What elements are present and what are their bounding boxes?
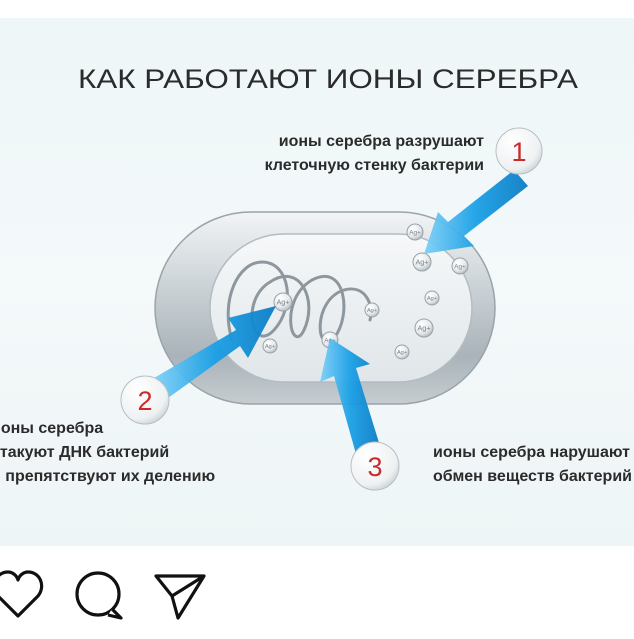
step-badge-3-number: 3	[367, 452, 382, 482]
step-badge-2: 2	[120, 375, 170, 425]
step-2-line-1: ионы серебра	[0, 420, 103, 437]
silver-ion-label: Ag+	[418, 324, 431, 333]
step-badge-1: 1	[495, 127, 543, 175]
step-2-line-3: и препятствуют их делению	[0, 468, 215, 485]
post-action-bar	[0, 560, 634, 634]
arrow-3	[320, 338, 380, 454]
silver-ion: Ag+	[451, 257, 469, 275]
silver-ion-label: Ag+	[265, 344, 275, 350]
silver-ion-label: Ag+	[409, 229, 421, 236]
step-badge-1-number: 1	[511, 137, 526, 167]
silver-ion: Ag+	[424, 290, 440, 306]
diagram-title: КАК РАБОТАЮТ ИОНЫ СЕРЕБРА	[78, 64, 578, 94]
silver-ion-label: Ag+	[427, 296, 437, 302]
comment-icon[interactable]	[75, 571, 123, 620]
silver-ion-label: Ag+	[277, 298, 290, 307]
silver-ion: Ag+	[406, 223, 424, 241]
silver-ion: Ag+	[273, 292, 293, 312]
arrow-2	[154, 306, 276, 398]
silver-ion-label: Ag+	[397, 350, 407, 356]
send-icon[interactable]	[154, 574, 206, 620]
dna-coil	[226, 260, 373, 343]
silver-ion: Ag+	[414, 318, 434, 338]
diagram-canvas: КАК РАБОТАЮТ ИОНЫ СЕРЕБРА Ag+ Ag+ Ag+ Ag+ Ag…	[0, 64, 632, 491]
step-1-line-1: ионы серебра разрушают	[279, 133, 484, 150]
diagram-panel: КАК РАБОТАЮТ ИОНЫ СЕРЕБРА Ag+ Ag+ Ag+ Ag+ Ag…	[0, 18, 634, 546]
heart-icon[interactable]	[0, 570, 44, 618]
silver-ion: Ag+	[364, 302, 380, 318]
step-badge-2-number: 2	[137, 386, 152, 416]
silver-ion: Ag+	[412, 252, 432, 272]
silver-ion: Ag+	[394, 344, 410, 360]
step-1-line-2: клеточную стенку бактерии	[265, 157, 484, 174]
step-3-line-2: обмен веществ бактерий	[433, 468, 632, 485]
arrow-1	[424, 170, 528, 254]
silver-ion-label: Ag+	[416, 258, 429, 267]
silver-ions: Ag+Ag+Ag+Ag+Ag+Ag+Ag+Ag+Ag+Ag+	[262, 223, 469, 360]
silver-ion-label: Ag+	[454, 263, 466, 270]
step-3-line-1: ионы серебра нарушают	[433, 444, 630, 461]
silver-ion: Ag+	[262, 338, 278, 354]
step-2-line-2: атакуют ДНК бактерий	[0, 444, 169, 461]
step-badge-3: 3	[350, 441, 400, 491]
silver-ion-label: Ag+	[367, 308, 377, 314]
